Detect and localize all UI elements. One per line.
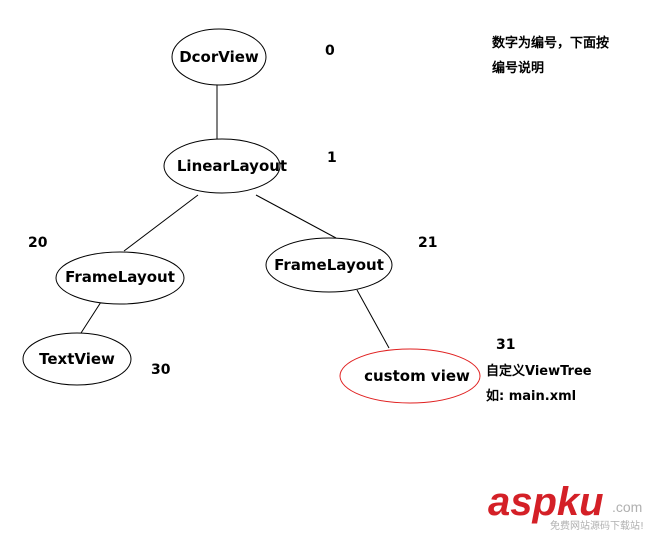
node-textview-number: 30 bbox=[151, 362, 171, 378]
node-framelayout-left-label: FrameLayout bbox=[65, 268, 175, 286]
watermark-tagline: 免费网站源码下载站! bbox=[550, 519, 644, 532]
watermark-brand: aspku bbox=[488, 480, 604, 524]
node-linearlayout: LinearLayout bbox=[163, 138, 287, 194]
edge-linearlayout-framelayout-right bbox=[255, 194, 337, 239]
custom-note-line2: 如: main.xml bbox=[486, 388, 576, 404]
numbering-note-line2: 编号说明 bbox=[492, 60, 544, 76]
node-dcorview: DcorView bbox=[171, 28, 267, 86]
node-dcorview-label: DcorView bbox=[179, 48, 259, 66]
node-framelayout-right-label: FrameLayout bbox=[274, 256, 384, 274]
node-framelayout-right: FrameLayout bbox=[265, 237, 393, 293]
node-textview: TextView bbox=[22, 332, 132, 386]
custom-note-line1: 自定义ViewTree bbox=[486, 363, 592, 379]
node-linearlayout-label: LinearLayout bbox=[177, 157, 287, 175]
node-custom-view-number: 31 bbox=[496, 337, 515, 353]
edge-framelayout-right-customview bbox=[356, 289, 390, 349]
node-framelayout-right-number: 21 bbox=[418, 235, 437, 251]
node-dcorview-number: 0 bbox=[325, 43, 335, 59]
watermark-domain: .com bbox=[612, 499, 642, 515]
node-linearlayout-number: 1 bbox=[327, 150, 337, 166]
watermark-logo: aspku .com 免费网站源码下载站! bbox=[488, 480, 644, 532]
edge-framelayout-left-textview bbox=[80, 301, 102, 334]
numbering-note-line1: 数字为编号，下面按 bbox=[492, 35, 609, 51]
edge-linearlayout-framelayout-left bbox=[123, 194, 199, 252]
node-custom-view-label: custom view bbox=[364, 367, 470, 385]
node-custom-view: custom view bbox=[339, 348, 481, 404]
node-framelayout-left: FrameLayout bbox=[55, 251, 185, 305]
node-framelayout-left-number: 20 bbox=[28, 235, 48, 251]
node-textview-label: TextView bbox=[39, 350, 115, 368]
